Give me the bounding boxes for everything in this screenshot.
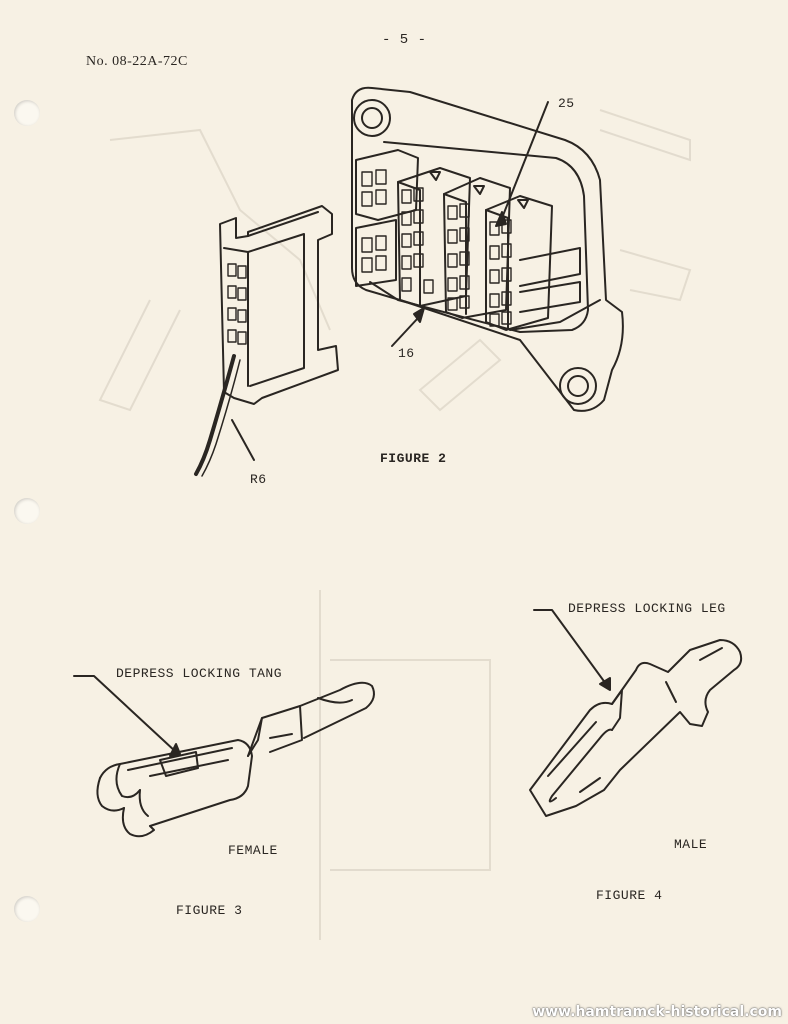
- loose-connector-drawing: [194, 205, 339, 477]
- leader-tang: [73, 675, 177, 753]
- figure-4-caption: FIGURE 4: [596, 888, 663, 903]
- female-label: FEMALE: [228, 843, 278, 858]
- male-label: MALE: [674, 837, 708, 852]
- female-terminal-drawing: [96, 681, 375, 838]
- binder-hole: [14, 498, 40, 524]
- binder-hole: [14, 896, 40, 922]
- junction-block-drawing: [351, 86, 624, 412]
- callout-depress-locking-leg: DEPRESS LOCKING LEG: [568, 601, 726, 616]
- leader-leg: [533, 609, 607, 685]
- page-number: - 5 -: [382, 32, 427, 48]
- male-terminal-drawing: [529, 639, 743, 817]
- callout-r6: R6: [250, 472, 267, 487]
- callout-16: 16: [398, 346, 415, 361]
- callout-25: 25: [558, 96, 575, 111]
- leader-25: [501, 101, 549, 219]
- leader-16: [391, 317, 419, 347]
- figure-2-caption: FIGURE 2: [380, 451, 447, 466]
- callout-depress-locking-tang: DEPRESS LOCKING TANG: [116, 666, 283, 681]
- bleed-through-drawing: [98, 109, 692, 940]
- figure-3-caption: FIGURE 3: [176, 903, 243, 918]
- binder-hole: [14, 100, 40, 126]
- site-watermark: www.hamtramck-historical.com: [532, 1004, 782, 1020]
- document-number: No. 08-22A-72C: [86, 54, 188, 69]
- leader-r6: [231, 419, 255, 461]
